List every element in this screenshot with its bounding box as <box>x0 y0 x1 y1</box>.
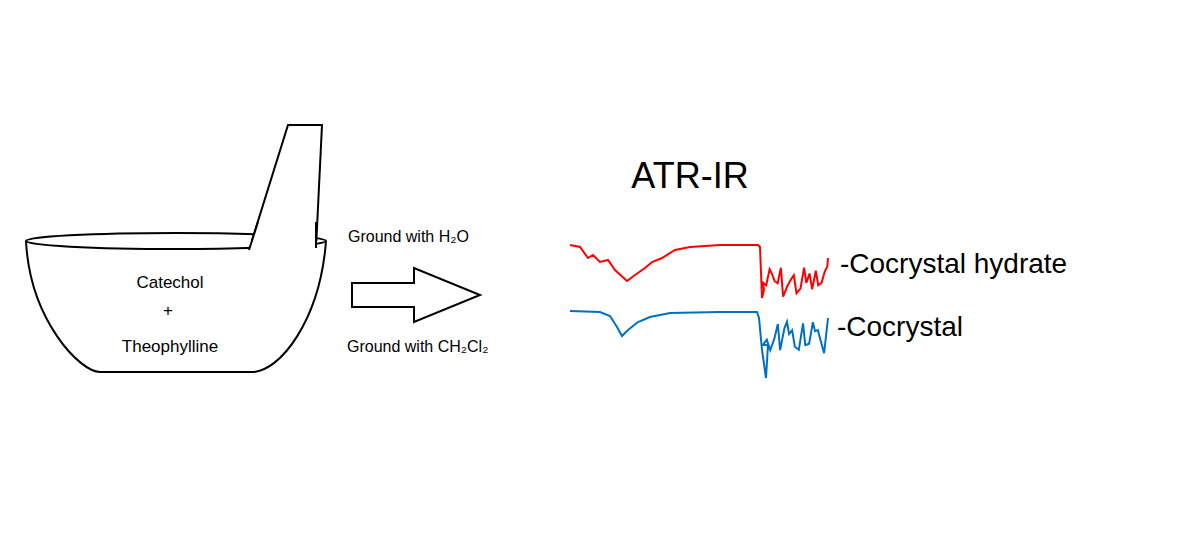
method-title: ATR-IR <box>631 155 748 197</box>
hydrate-spectrum <box>570 245 828 298</box>
block-arrow <box>352 268 480 322</box>
condition-label: Ground with H₂O <box>348 228 469 246</box>
spectrum-label: -Cocrystal hydrate <box>840 248 1067 280</box>
spectrum-label: -Cocrystal <box>837 311 963 343</box>
pestle <box>249 125 322 250</box>
mortar-bowl: Catechol + Theophylline <box>24 230 328 374</box>
reagent-text: Catechol <box>136 273 203 293</box>
cocrystal-spectrum <box>570 311 828 378</box>
reagent-text: Theophylline <box>122 337 218 357</box>
reagent-text: + <box>163 301 173 321</box>
condition-label: Ground with CH₂Cl₂ <box>347 338 488 356</box>
ir-spectra <box>570 245 828 378</box>
